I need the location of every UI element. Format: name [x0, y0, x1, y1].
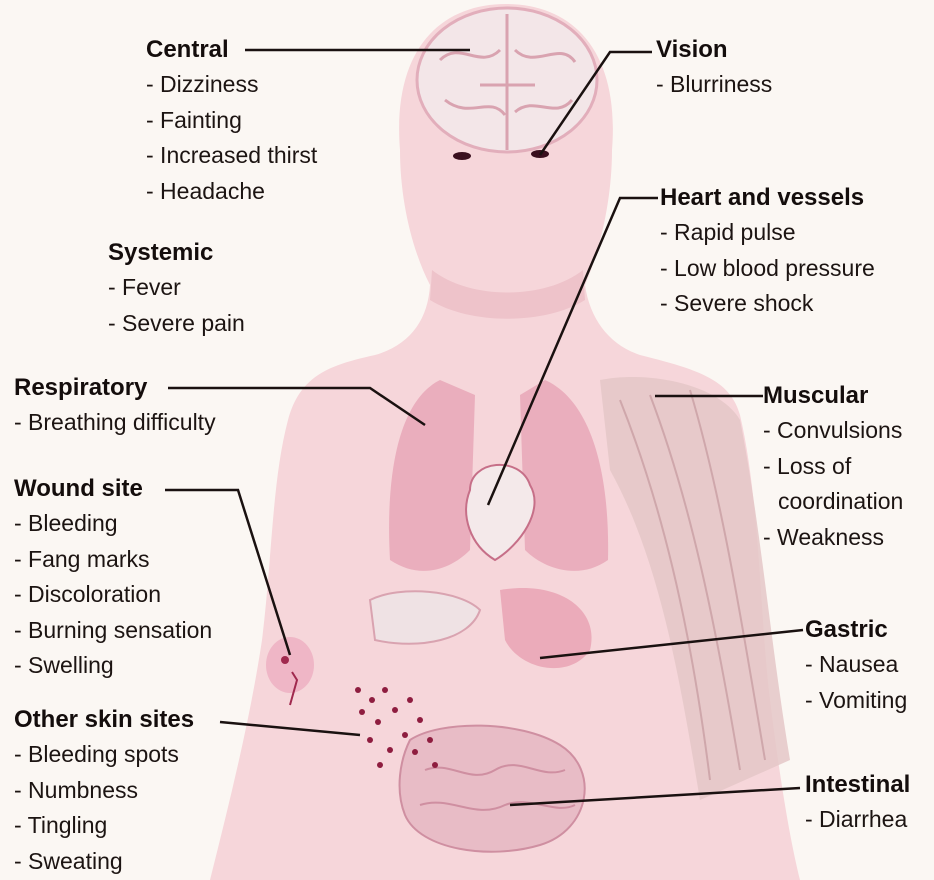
group-intestinal: Intestinal - Diarrhea — [805, 768, 910, 838]
group-muscular: Muscular - Convulsions - Loss of coordin… — [763, 379, 903, 555]
group-gastric-item: - Vomiting — [805, 683, 907, 719]
group-central-item: - Headache — [146, 174, 317, 210]
group-central: Central - Dizziness - Fainting - Increas… — [146, 33, 317, 209]
group-systemic-item: - Severe pain — [108, 306, 245, 342]
group-gastric-title: Gastric — [805, 613, 907, 647]
group-vision-item: - Blurriness — [656, 67, 772, 103]
group-muscular-item: coordination — [763, 484, 903, 520]
group-otherskin-item: - Bleeding spots — [14, 737, 194, 773]
group-otherskin-item: - Numbness — [14, 773, 194, 809]
group-muscular-item: - Loss of — [763, 449, 903, 485]
group-heart-item: - Low blood pressure — [660, 251, 875, 287]
group-otherskin: Other skin sites - Bleeding spots - Numb… — [14, 703, 194, 879]
group-heart-title: Heart and vessels — [660, 181, 875, 215]
group-central-item: - Dizziness — [146, 67, 317, 103]
group-heart-item: - Rapid pulse — [660, 215, 875, 251]
group-gastric: Gastric - Nausea - Vomiting — [805, 613, 907, 718]
group-wound-item: - Fang marks — [14, 542, 212, 578]
group-respiratory: Respiratory - Breathing difficulty — [14, 371, 216, 441]
group-wound: Wound site - Bleeding - Fang marks - Dis… — [14, 472, 212, 684]
group-gastric-item: - Nausea — [805, 647, 907, 683]
group-otherskin-title: Other skin sites — [14, 703, 194, 737]
group-muscular-item: - Convulsions — [763, 413, 903, 449]
group-vision: Vision - Blurriness — [656, 33, 772, 103]
group-intestinal-title: Intestinal — [805, 768, 910, 802]
wound-swelling — [266, 637, 314, 693]
group-heart: Heart and vessels - Rapid pulse - Low bl… — [660, 181, 875, 322]
group-central-item: - Increased thirst — [146, 138, 317, 174]
group-wound-item: - Discoloration — [14, 577, 212, 613]
group-systemic-title: Systemic — [108, 236, 245, 270]
group-muscular-item: - Weakness — [763, 520, 903, 556]
group-otherskin-item: - Sweating — [14, 844, 194, 880]
fang-mark — [281, 656, 289, 664]
group-vision-title: Vision — [656, 33, 772, 67]
left-eye — [453, 152, 471, 160]
group-wound-item: - Swelling — [14, 648, 212, 684]
group-otherskin-item: - Tingling — [14, 808, 194, 844]
group-systemic-item: - Fever — [108, 270, 245, 306]
group-wound-item: - Bleeding — [14, 506, 212, 542]
group-central-title: Central — [146, 33, 317, 67]
group-heart-item: - Severe shock — [660, 286, 875, 322]
group-wound-title: Wound site — [14, 472, 212, 506]
group-systemic: Systemic - Fever - Severe pain — [108, 236, 245, 341]
group-wound-item: - Burning sensation — [14, 613, 212, 649]
group-respiratory-item: - Breathing difficulty — [14, 405, 216, 441]
group-intestinal-item: - Diarrhea — [805, 802, 910, 838]
group-muscular-title: Muscular — [763, 379, 903, 413]
group-central-item: - Fainting — [146, 103, 317, 139]
group-respiratory-title: Respiratory — [14, 371, 216, 405]
intestines — [400, 726, 585, 852]
